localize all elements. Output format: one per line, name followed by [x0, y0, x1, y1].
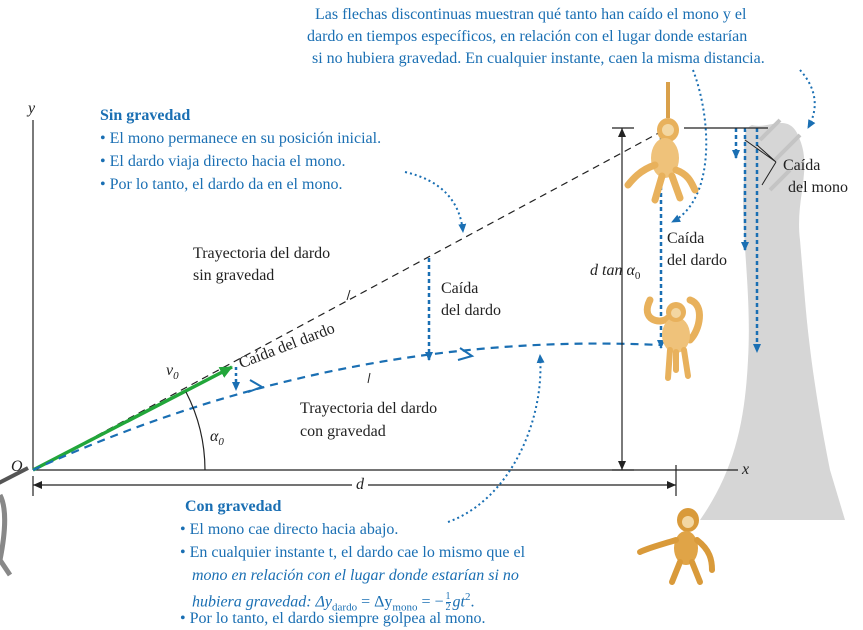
callout-sin-gravedad: [404, 171, 467, 233]
callout-con-gravedad: [447, 354, 545, 523]
monkey-falling-icon: [643, 296, 703, 381]
sin-gravedad-bullet-2: • El dardo viaja directo hacia el mono.: [100, 153, 346, 170]
sin-gravedad-title: Sin gravedad: [100, 107, 191, 124]
top-note-line-2: dardo en tiempos específicos, en relació…: [307, 28, 748, 45]
con-gravedad-bullet-2: • En cualquier instante t, el dardo cae …: [180, 544, 526, 561]
caida-dardo-right-1: Caída: [667, 230, 705, 247]
tree-illustration: [700, 118, 845, 520]
d-label: d: [352, 476, 368, 494]
straight-trajectory: [32, 127, 669, 471]
trajectory-arrows: [247, 347, 475, 393]
caida-mono-1: Caída: [783, 157, 821, 174]
alpha-arc: [185, 391, 206, 471]
caida-mono-2: del mono: [788, 179, 848, 196]
con-gravedad-title: Con gravedad: [185, 498, 282, 515]
con-gravedad-bullet-3: mono en relación con el lugar donde esta…: [192, 567, 519, 584]
tray-con-line-2: con gravedad: [300, 423, 386, 440]
top-note-line-1: Las flechas discontinuas muestran qué ta…: [315, 6, 747, 23]
con-gravedad-bullet-4: • Por lo tanto, el dardo siempre golpea …: [180, 610, 486, 627]
sin-gravedad-bullet-1: • El mono permanece en su posición inici…: [100, 130, 382, 147]
y-axis-label: y: [28, 100, 36, 117]
shooter-icon: [0, 466, 29, 577]
x-axis-label: x: [742, 461, 750, 478]
alpha0-label: α0: [210, 428, 224, 449]
caida-dardo-mid-2: del dardo: [441, 302, 501, 319]
v0-label: v0: [166, 362, 179, 383]
caida-mono-pointers: [744, 139, 777, 186]
d-tan-alpha-label: d tan α0: [590, 262, 641, 283]
tray-sin-line-1: Trayectoria del dardo: [193, 245, 331, 262]
monkey-standing-icon: [637, 508, 715, 585]
origin-label: O: [11, 458, 23, 475]
tray-sin-line-2: sin gravedad: [193, 267, 275, 284]
top-note-line-3: si no hubiera gravedad. En cualquier ins…: [312, 50, 765, 67]
caida-dardo-mid-1: Caída: [441, 280, 479, 297]
sin-gravedad-bullet-3: • Por lo tanto, el dardo da en el mono.: [100, 176, 343, 193]
monkey-hanging-icon: [624, 82, 699, 204]
tray-con-line-1: Trayectoria del dardo: [300, 400, 438, 417]
caida-dardo-right-2: del dardo: [667, 252, 727, 269]
callout-top-right: [799, 69, 816, 129]
con-gravedad-bullet-1: • El mono cae directo hacia abajo.: [180, 521, 399, 538]
parabolic-trajectory: [32, 342, 661, 472]
callout-top-left: [671, 69, 708, 223]
velocity-vector: [32, 365, 233, 472]
